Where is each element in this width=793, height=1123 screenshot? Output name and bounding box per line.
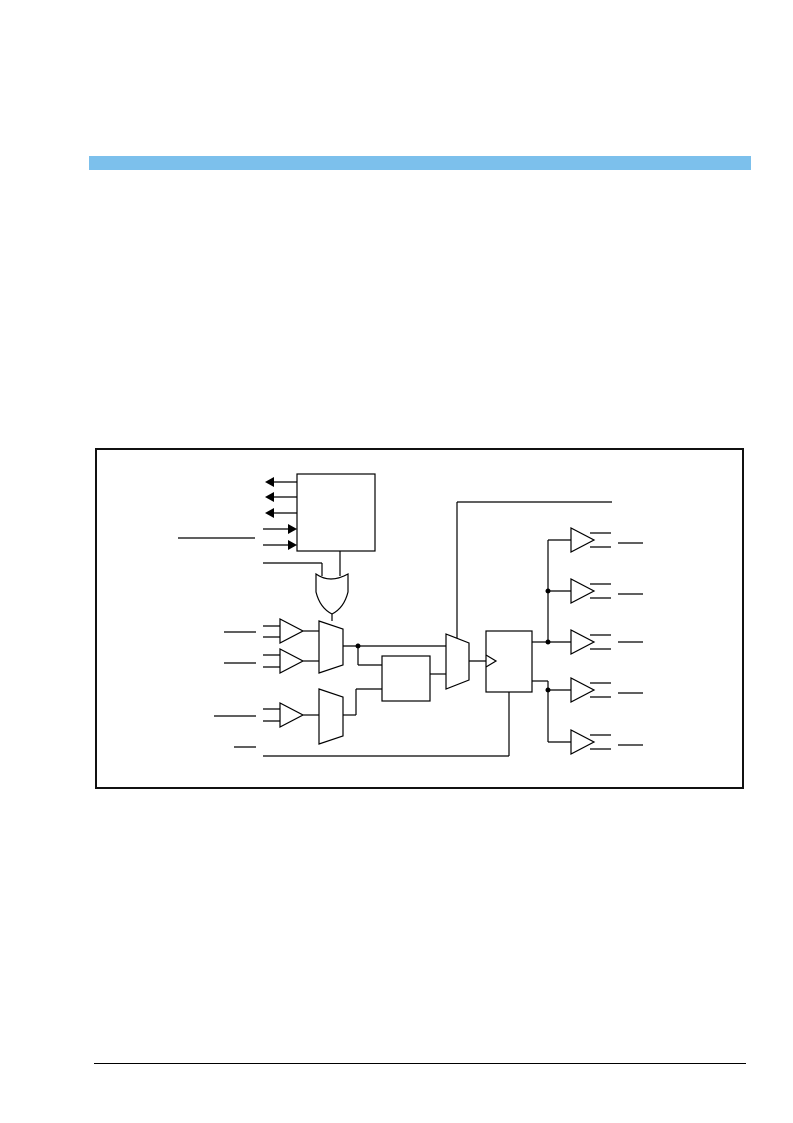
input-buffer-3 bbox=[279, 702, 305, 728]
out-arrow-head-2 bbox=[265, 492, 274, 502]
in-arrow-head-1 bbox=[288, 524, 297, 534]
mid-block bbox=[381, 655, 431, 702]
or-gate bbox=[315, 572, 349, 615]
figure-frame bbox=[95, 448, 744, 789]
or-gate-group bbox=[263, 551, 349, 621]
flip-flop bbox=[485, 630, 533, 693]
input-buffer-1 bbox=[279, 618, 305, 644]
clock-marker bbox=[485, 654, 498, 668]
mux-1 bbox=[318, 620, 344, 674]
mux-2 bbox=[318, 688, 344, 745]
header-bar bbox=[89, 156, 751, 170]
output-buffer-4 bbox=[570, 677, 596, 703]
output-buffers bbox=[548, 527, 643, 755]
footer-rule bbox=[94, 1063, 746, 1064]
output-buffer-3 bbox=[570, 629, 596, 655]
output-buffer-5 bbox=[570, 729, 596, 755]
input-buffers bbox=[214, 618, 319, 728]
in-arrow-head-2 bbox=[288, 540, 297, 550]
input-buffer-2 bbox=[279, 648, 305, 674]
output-buffer-1 bbox=[570, 527, 596, 553]
out-arrow-head-3 bbox=[265, 508, 274, 518]
mux-3 bbox=[445, 633, 470, 690]
out-arrow-head-1 bbox=[265, 477, 274, 487]
output-buffer-2 bbox=[570, 578, 596, 604]
top-block-group bbox=[178, 473, 376, 552]
top-block bbox=[296, 473, 376, 552]
